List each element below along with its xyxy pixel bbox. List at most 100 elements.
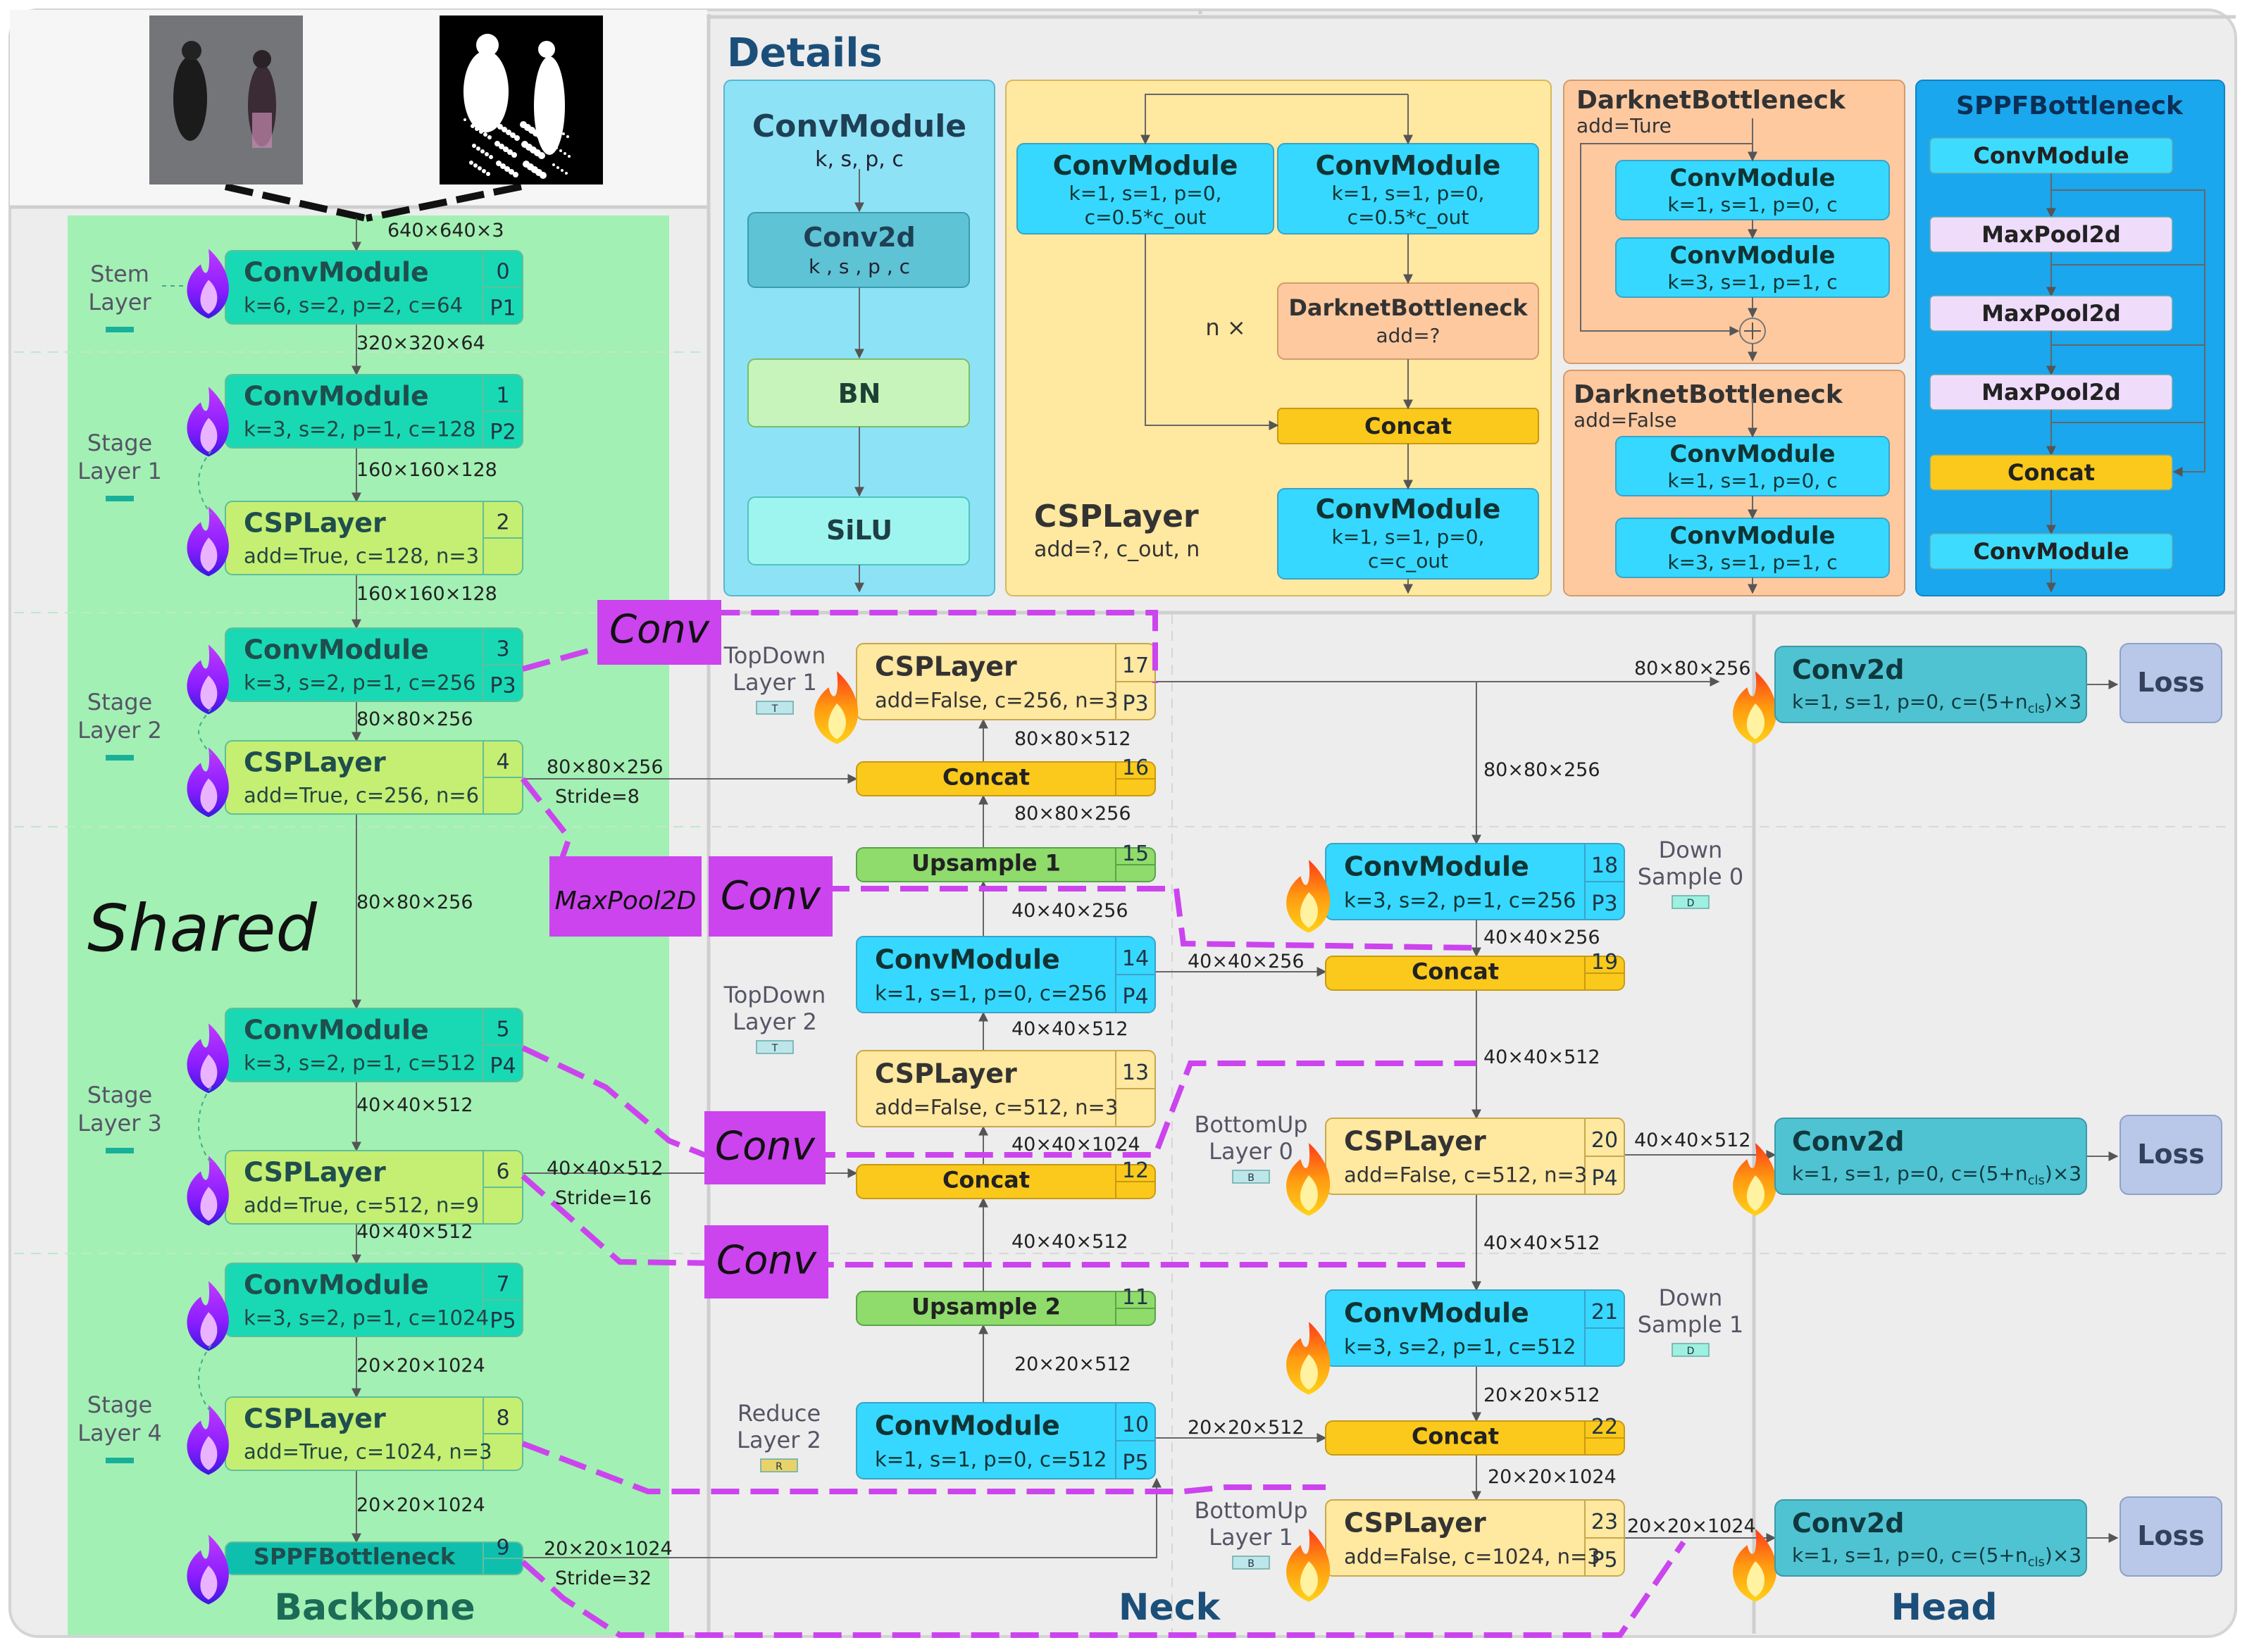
module-index: 8 [496,1406,509,1431]
loss-box-0[interactable]: Loss [2120,643,2222,723]
module-name: CSPLayer [875,651,1017,682]
neck-layer-label: Layer 0 [1209,1138,1293,1165]
module-name: SPPFBottleneck [254,1543,456,1570]
label: Stride=32 [555,1567,652,1589]
tensor-dims: 40×40×512 [356,1094,473,1116]
stage-label: Stage [87,1082,152,1108]
module-index: 5 [496,1018,509,1042]
label: k=1, s=1, p=0, c [1667,469,1837,492]
train-flame-icon [1286,1529,1331,1602]
overlay-dashed-path [521,610,1158,683]
tensor-dims: 40×40×1024 [1012,1134,1140,1156]
label: ConvModule [1669,440,1835,468]
stage-badge [106,1458,134,1463]
tensor-dims: 80×80×256 [1634,658,1751,680]
module-params: k=6, s=2, p=2, c=64 [244,293,463,317]
tensor-dims: 40×40×256 [1188,951,1305,972]
tensor-dims: 40×40×512 [356,1221,473,1243]
head-conv-params: k=1, s=1, p=0, c=(5+ncls)×3 [1792,690,2081,716]
module-index: 13 [1122,1060,1149,1085]
module-name: Concat [1412,958,1499,985]
tensor-dims: 20×20×512 [1188,1417,1305,1439]
neck-layer-label: BottomUp [1194,1111,1307,1138]
detail-darknet-false: DarknetBottleneckadd=FalseConvModulek=1,… [1563,370,1905,596]
sppf-item: ConvModule [1973,142,2129,169]
neck-layer-label: Layer 2 [737,1427,821,1453]
neck-layer-label: BottomUp [1194,1497,1307,1524]
module-params: k=3, s=2, p=1, c=256 [1344,889,1576,913]
module-params: k=1, s=1, p=0, c=256 [875,982,1107,1006]
neck-layer-label: Layer 1 [1209,1524,1293,1551]
module-index: 15 [1122,841,1149,866]
module-tag: P5 [1591,1548,1617,1572]
neck-badge-letter: D [1687,898,1695,909]
tensor-dims: 20×20×1024 [1488,1466,1617,1488]
label: k=3, s=1, p=1, c [1667,551,1837,574]
module-index: 21 [1591,1300,1618,1325]
tensor-dims: 20×20×1024 [1627,1515,1756,1537]
neck-layer-label: Layer 2 [733,1008,817,1035]
tensor-dims: 160×160×128 [356,459,497,481]
module-name: CSPLayer [1344,1125,1486,1156]
module-tag: P4 [1591,1166,1617,1191]
module-index: 4 [496,750,509,775]
label: add=Ture [1576,114,1672,137]
module-name: ConvModule [244,634,429,665]
module-params: k=3, s=2, p=1, c=1024 [244,1306,489,1329]
label: ConvModule [1316,150,1501,181]
label: ConvModule [1669,164,1835,192]
sppf-item: ConvModule [1973,538,2129,565]
label: k=1, s=1, p=0, c [1667,193,1837,216]
loss-box-2[interactable]: Loss [2120,1496,2222,1577]
neck-layer-label: TopDown [723,642,826,669]
neck-layer-label: Sample 0 [1638,863,1744,890]
module-name: ConvModule [244,257,429,288]
stage-badge [106,496,134,501]
tensor-dims: 20×20×1024 [356,1494,485,1516]
module-name: ConvModule [875,1410,1060,1441]
module-tag: P3 [1122,692,1148,716]
module-name: ConvModule [1344,851,1529,882]
label: SiLU [826,515,892,546]
connector [2051,189,2205,477]
freeze-flame-icon [187,1405,229,1475]
stage-label: Layer 1 [77,458,162,484]
label: n × [1205,314,1245,341]
stage-label: Stage [87,689,152,715]
freeze-flame-icon [187,1534,229,1605]
train-flame-icon [1733,1529,1777,1602]
label: CSPLayer [1034,499,1199,534]
tensor-dims: 80×80×256 [356,708,473,730]
loss-box-1[interactable]: Loss [2120,1115,2222,1195]
label: DarknetBottleneck [1574,380,1843,409]
label: 20×20×1024 [544,1538,673,1560]
